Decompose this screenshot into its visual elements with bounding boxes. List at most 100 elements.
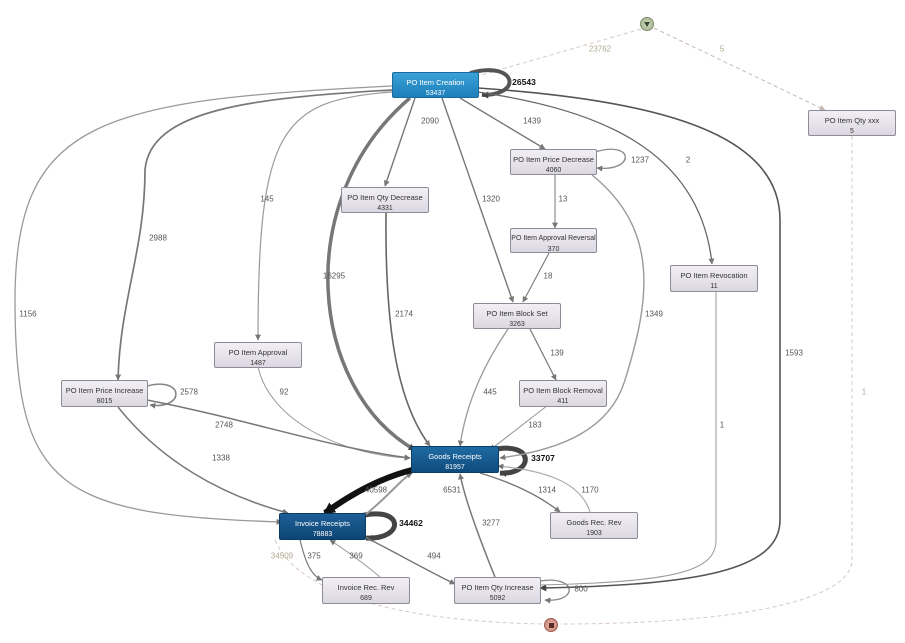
edge-label: 2988 <box>149 233 167 243</box>
edge-creation-to-qtydec <box>383 97 416 187</box>
node-po-item-approval-reversal[interactable]: PO Item Approval Reversal 370 <box>510 228 597 253</box>
node-po-item-qty-decrease[interactable]: PO Item Qty Decrease 4331 <box>341 187 429 213</box>
edge-invoice-to-invrecrev <box>299 539 323 581</box>
node-count: 4331 <box>377 205 393 212</box>
node-count: 81957 <box>445 464 465 471</box>
edge-label: 375 <box>307 551 321 561</box>
node-count: 4060 <box>545 167 562 174</box>
edge-invrecrev-to-invoice <box>329 539 381 578</box>
loop-qtyinc <box>539 579 570 604</box>
node-po-item-price-decrease[interactable]: PO Item Price Decrease 4060 <box>510 149 597 175</box>
edge-label: 145 <box>260 194 274 204</box>
edge-label: 1170 <box>581 485 599 495</box>
edge-label: 2748 <box>215 420 233 430</box>
edge-priceinc-to-invoice <box>117 406 289 515</box>
edge-label: 16295 <box>322 271 346 281</box>
edge-pricedec-to-goods <box>499 174 645 461</box>
node-po-item-block-removal[interactable]: PO Item Block Removal 411 <box>519 380 607 407</box>
loop-goods <box>491 445 528 477</box>
edge-label: 26543 <box>512 77 536 87</box>
node-po-item-creation[interactable]: PO Item Creation 53437 <box>392 72 479 98</box>
node-count: 1487 <box>250 360 266 367</box>
node-count: 5 <box>850 128 854 135</box>
node-label: Goods Rec. Rev <box>566 518 622 527</box>
edge-apprrev-to-blockset <box>522 252 550 303</box>
edge-invoice-to-qtyinc <box>364 536 456 585</box>
node-count: 5092 <box>489 595 506 602</box>
node-po-item-approval[interactable]: PO Item Approval 1487 <box>214 342 302 368</box>
node-label: PO Item Qty xxx <box>824 116 880 125</box>
loop-creation <box>469 68 512 99</box>
node-label: Goods Receipts <box>428 452 482 461</box>
edge-label: 494 <box>427 551 441 561</box>
node-label: PO Item Price Increase <box>65 386 144 395</box>
node-count: 3263 <box>509 321 525 328</box>
edge-label: 40598 <box>364 485 388 495</box>
node-label: PO Item Price Decrease <box>513 155 594 164</box>
node-count: 78883 <box>312 531 333 538</box>
edge-label: 1314 <box>538 485 556 495</box>
node-invoice-rec-rev[interactable]: Invoice Rec. Rev 689 <box>322 577 410 604</box>
node-po-item-price-increase[interactable]: PO Item Price Increase 8015 <box>61 380 148 407</box>
node-goods-rec-rev[interactable]: Goods Rec. Rev 1903 <box>550 512 638 539</box>
edge-start-to-creation <box>477 28 642 77</box>
process-start-marker[interactable] <box>640 17 654 31</box>
node-po-item-revocation[interactable]: PO Item Revocation 11 <box>670 265 758 292</box>
node-label: PO Item Creation <box>406 78 465 87</box>
edge-label: 1320 <box>482 194 500 204</box>
node-invoice-receipts[interactable]: Invoice Receipts 78883 <box>279 513 366 540</box>
funnel-icon <box>644 22 650 27</box>
edge-blockset-to-blockremoval <box>529 328 557 381</box>
node-label: PO Item Approval <box>228 348 288 357</box>
node-goods-receipts[interactable]: Goods Receipts 81957 <box>411 446 499 473</box>
node-count: 11 <box>710 283 718 290</box>
edge-priceinc-to-goods <box>146 399 411 461</box>
edge-label: 139 <box>550 348 564 358</box>
edge-label: 92 <box>279 387 289 397</box>
edge-label: 2174 <box>395 309 413 319</box>
loop-pricedec <box>594 148 626 172</box>
edge-creation-to-blockset <box>441 97 515 303</box>
edge-label: 5 <box>719 44 725 54</box>
loop-invoice <box>359 511 397 542</box>
edge-blockremoval-to-goods <box>489 404 549 451</box>
node-label: PO Item Qty Increase <box>461 583 534 592</box>
edge-label: 2 <box>685 155 691 165</box>
node-label: PO Item Block Removal <box>523 386 603 395</box>
node-count: 8015 <box>96 398 113 405</box>
edge-creation-to-invoice <box>14 85 393 525</box>
node-count: 53437 <box>425 90 446 97</box>
node-label: PO Item Qty Decrease <box>347 193 423 202</box>
edge-creation-to-revocation <box>477 91 715 265</box>
edge-goods-to-invoice <box>323 467 413 516</box>
edge-creation-to-pricedec <box>459 97 546 150</box>
node-count: 1903 <box>586 530 602 537</box>
edge-label: 23762 <box>588 44 612 54</box>
edge-label: 13 <box>558 194 568 204</box>
node-count: 689 <box>360 595 372 602</box>
node-label: PO Item Block Set <box>486 309 548 318</box>
process-end-marker[interactable] <box>544 618 558 632</box>
edge-label: 1237 <box>631 155 649 165</box>
node-label: PO Item Revocation <box>680 271 748 280</box>
edge-label: 1156 <box>19 309 37 319</box>
loop-priceinc <box>146 383 177 409</box>
edge-label: 34462 <box>399 518 423 528</box>
node-label: PO Item Approval Reversal <box>511 235 596 242</box>
edge-label: 1593 <box>785 348 803 358</box>
edge-qtyinc-to-goods <box>458 473 496 578</box>
edge-label: 369 <box>349 551 363 561</box>
edge-label: 1 <box>719 420 725 430</box>
edge-blockset-to-goods <box>457 328 509 447</box>
node-po-item-block-set[interactable]: PO Item Block Set 3263 <box>473 303 561 329</box>
edge-qtyxxx-to-end <box>559 136 853 625</box>
edge-label: 2090 <box>421 116 439 126</box>
node-count: 370 <box>547 246 560 253</box>
node-po-item-qty-increase[interactable]: PO Item Qty Increase 5092 <box>454 577 541 604</box>
edge-label: 1439 <box>523 116 541 126</box>
edge-label: 800 <box>574 584 588 594</box>
edge-label: 33707 <box>531 453 555 463</box>
node-po-item-qty-xxx[interactable]: PO Item Qty xxx 5 <box>808 110 896 136</box>
edge-label: 6531 <box>443 485 461 495</box>
